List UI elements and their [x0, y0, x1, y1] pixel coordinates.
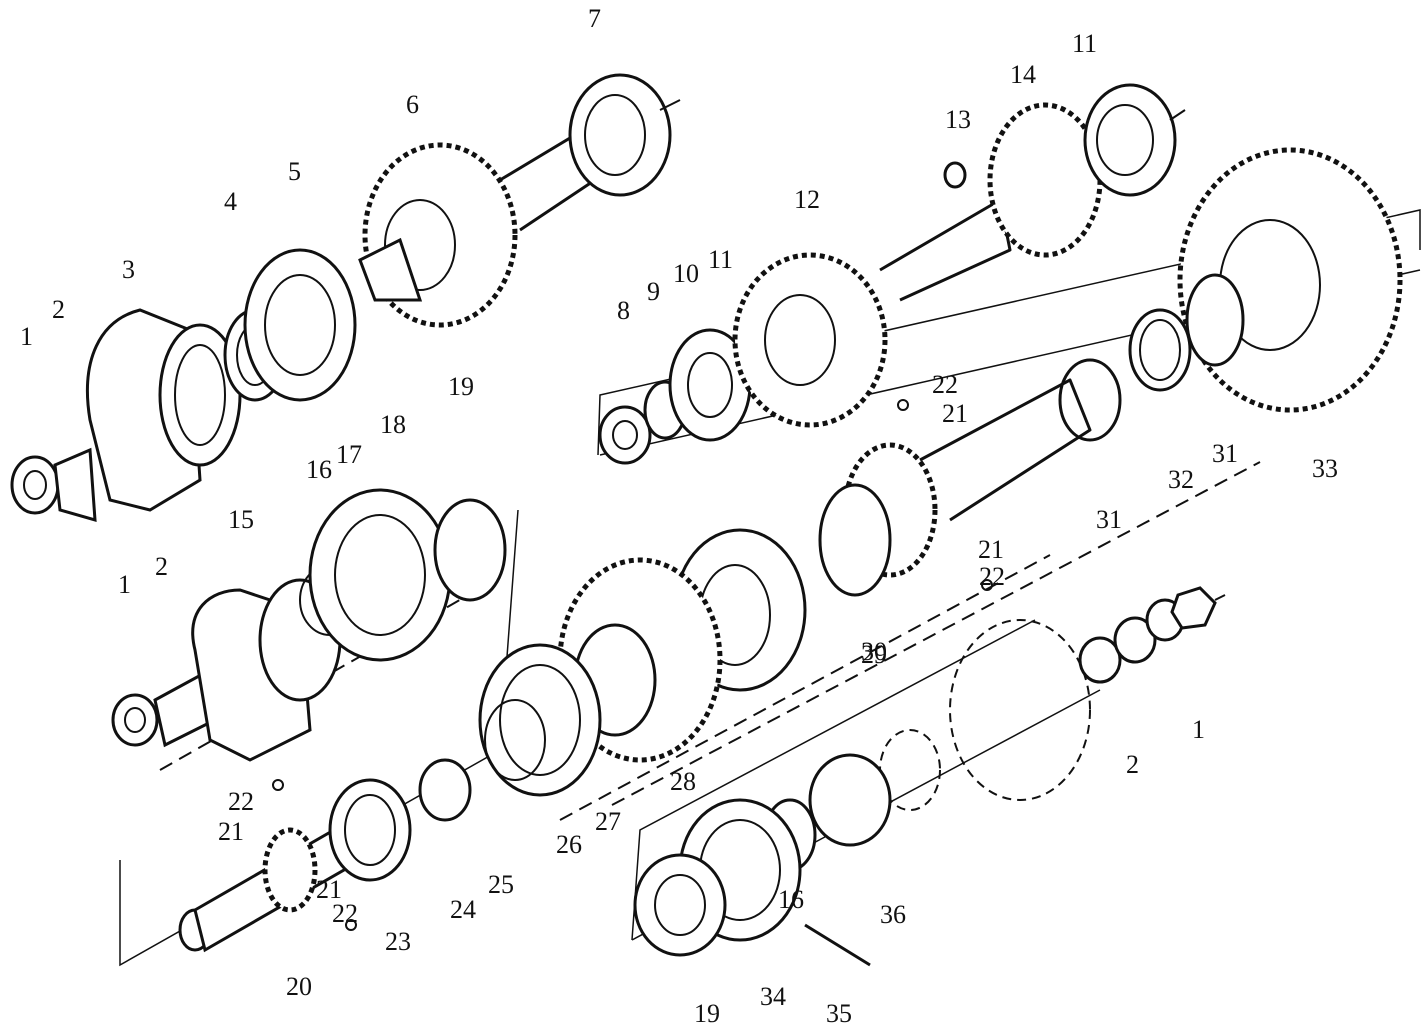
callout-label: 20	[286, 972, 312, 1001]
callout-label: 24	[450, 895, 476, 924]
callout-label: 21	[942, 399, 968, 428]
callout-label: 14	[1010, 60, 1036, 89]
callout-label: 27	[595, 807, 621, 836]
callout-label: 28	[670, 767, 696, 796]
callout-label: 31	[1096, 505, 1122, 534]
callout-label: 35	[826, 999, 852, 1025]
callout-label: 6	[406, 90, 419, 119]
callout-label: 21	[316, 875, 342, 904]
rear-cover-assembly	[272, 399, 1226, 967]
callout-label: 34	[760, 982, 786, 1011]
output-flange-assembly	[111, 488, 507, 762]
callout-label: 32	[1168, 465, 1194, 494]
callout-label: 18	[380, 410, 406, 439]
callout-label: 7	[588, 4, 601, 33]
callout-label: 2	[1126, 750, 1139, 779]
callout-label: 1	[118, 570, 131, 599]
callout-label: 22	[979, 562, 1005, 591]
callout-label: 16	[778, 885, 804, 914]
lower-shaft-assembly	[178, 758, 472, 953]
input-shaft-assembly	[10, 73, 681, 523]
callout-label: 5	[288, 157, 301, 186]
callout-label: 22	[932, 370, 958, 399]
callout-label: 15	[228, 505, 254, 534]
callout-label: 11	[1072, 29, 1097, 58]
callout-label: 19	[448, 372, 474, 401]
callout-label: 22	[228, 787, 254, 816]
countershaft-assembly	[598, 83, 1186, 465]
callout-label: 8	[617, 296, 630, 325]
callout-label: 19	[694, 999, 720, 1025]
main-shaft-assembly	[478, 147, 1403, 797]
callout-label: 25	[488, 870, 514, 899]
callout-label: 30	[861, 637, 887, 666]
callout-label: 29	[861, 640, 887, 669]
callout-label: 11	[708, 245, 733, 274]
callout-label: 23	[385, 927, 411, 956]
callout-label: 13	[945, 105, 971, 134]
callout-label: 16	[306, 455, 332, 484]
callout-label: 2	[52, 295, 65, 324]
callout-label: 33	[1312, 454, 1338, 483]
callout-label: 36	[880, 900, 906, 929]
callout-label: 4	[224, 187, 237, 216]
callout-label: 9	[647, 277, 660, 306]
callout-label: 1	[1192, 715, 1205, 744]
callout-label: 17	[336, 440, 362, 469]
callout-label: 21	[218, 817, 244, 846]
callout-label: 21	[978, 535, 1004, 564]
callout-label: 3	[122, 255, 135, 284]
callout-label: 10	[673, 259, 699, 288]
callout-label: 22	[332, 899, 358, 928]
callout-label: 26	[556, 830, 582, 859]
callout-label: 2	[155, 552, 168, 581]
callout-label: 12	[794, 185, 820, 214]
callout-label: 1	[20, 322, 33, 351]
callout-label: 31	[1212, 439, 1238, 468]
